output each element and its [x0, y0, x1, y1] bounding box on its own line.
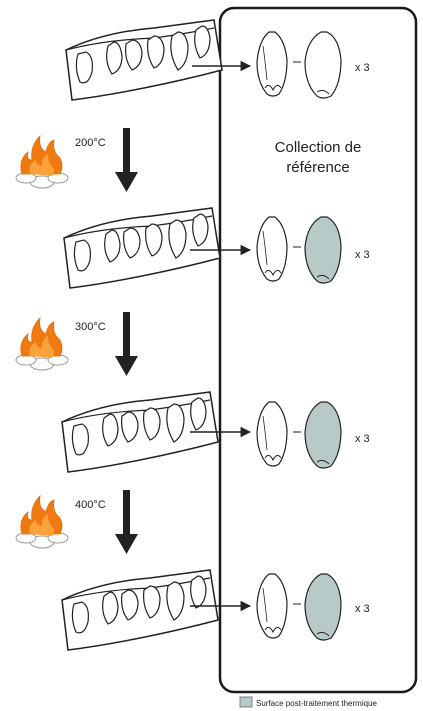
panel-title-line2: référence — [286, 159, 349, 176]
multiplier-label: x 3 — [355, 62, 370, 74]
temperature-label: 400°C — [75, 499, 106, 511]
panel-title-line1: Collection de — [275, 139, 362, 156]
tooth-pair-icon — [257, 574, 341, 640]
multiplier-label: x 3 — [355, 603, 370, 615]
tooth-pair-icon — [257, 32, 341, 98]
campfire-icon — [16, 318, 68, 370]
down-arrow-icon — [115, 128, 138, 192]
campfire-icon — [16, 136, 68, 188]
tooth-pair-icon — [257, 217, 341, 283]
down-arrow-icon — [115, 490, 138, 554]
jaw-icon — [64, 208, 220, 288]
jaw-icon — [66, 20, 222, 100]
legend-swatch — [240, 697, 252, 707]
temperature-label: 300°C — [75, 321, 106, 333]
multiplier-label: x 3 — [355, 433, 370, 445]
down-arrow-icon — [115, 312, 138, 376]
tooth-pair-icon — [257, 402, 341, 468]
temperature-label: 200°C — [75, 137, 106, 149]
legend-label: Surface post-traitement thermique — [256, 699, 377, 708]
jaw-icon — [62, 570, 218, 650]
campfire-icon — [16, 496, 68, 548]
multiplier-label: x 3 — [355, 249, 370, 261]
